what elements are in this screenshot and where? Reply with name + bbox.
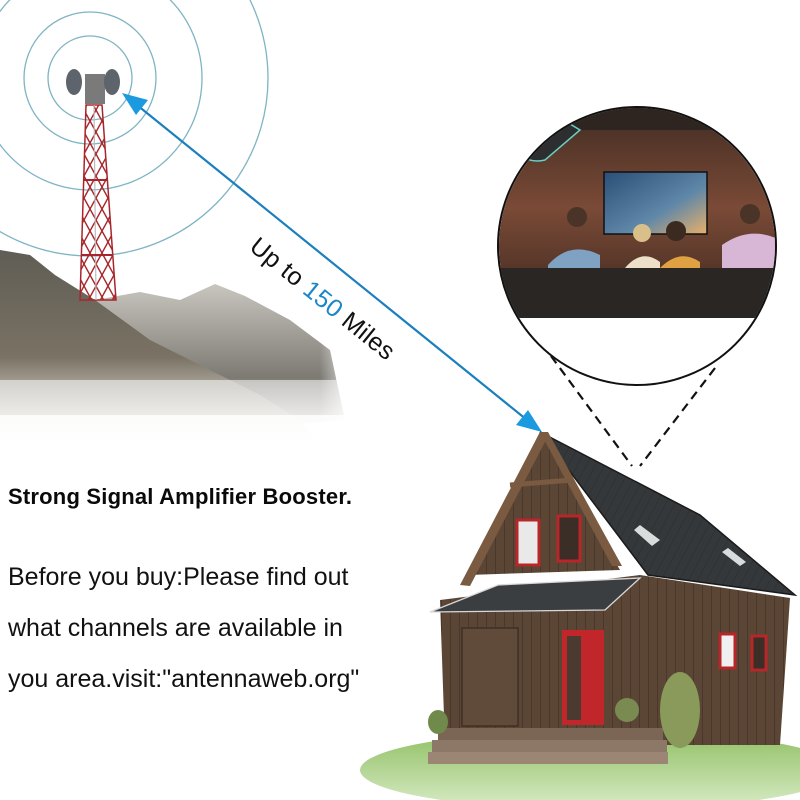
body-line: what channels are available in <box>8 614 343 642</box>
broadcast-tower-icon <box>66 69 120 301</box>
body-line: Before you buy:Please find out <box>8 563 349 591</box>
signal-waves-icon <box>0 0 269 257</box>
headline: Strong Signal Amplifier Booster. <box>8 484 353 509</box>
tv-room-inset-icon <box>497 106 777 386</box>
body-line: you area.visit:"antennaweb.org" <box>8 665 360 693</box>
dashed-connector <box>550 355 716 467</box>
distance-arrow <box>122 93 542 432</box>
body-text: Before you buy:Please find out what chan… <box>8 552 359 705</box>
house-icon <box>428 431 798 764</box>
